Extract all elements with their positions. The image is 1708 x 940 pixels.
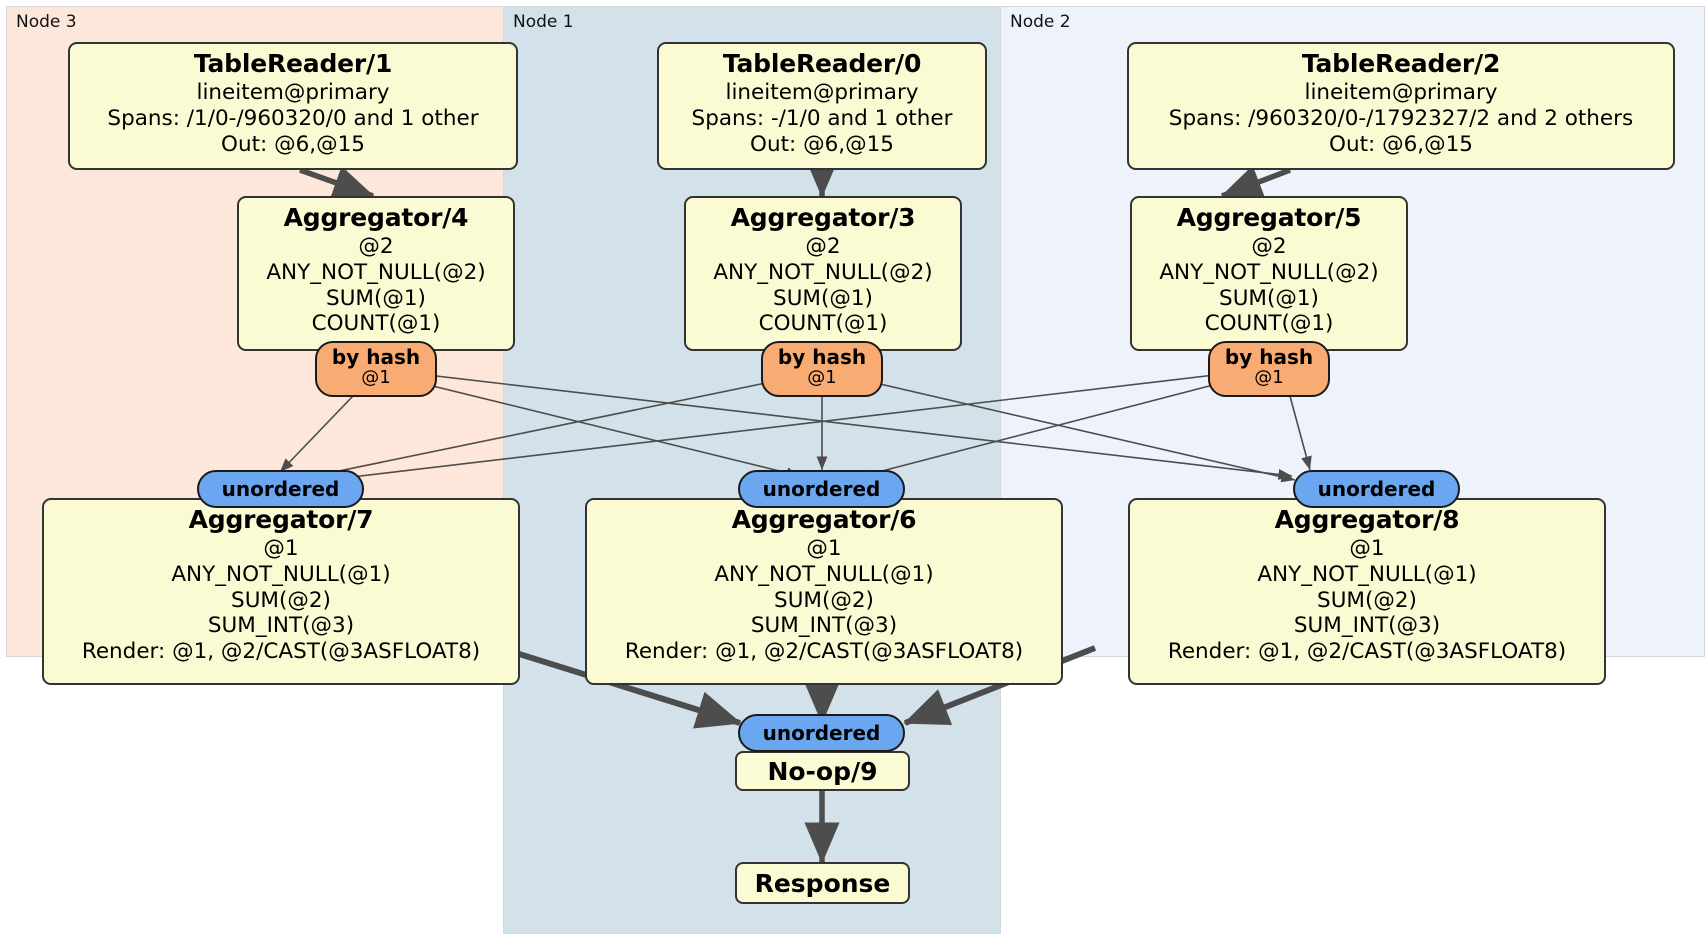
processor-detail-line: SUM_INT(@3) xyxy=(1293,613,1441,639)
processor-detail-line: Render: @1, @2/CAST(@3ASFLOAT8) xyxy=(81,639,481,665)
router-badge-by-hash-right[interactable]: by hash @1 xyxy=(1208,341,1330,397)
processor-aggregator-5[interactable]: Aggregator/5 @2 ANY_NOT_NULL(@2) SUM(@1)… xyxy=(1130,196,1408,351)
processor-aggregator-4[interactable]: Aggregator/4 @2 ANY_NOT_NULL(@2) SUM(@1)… xyxy=(237,196,515,351)
badge-subtitle: @1 xyxy=(807,367,837,388)
processor-title: Aggregator/4 xyxy=(283,203,469,232)
badge-title: by hash xyxy=(331,345,421,369)
processor-detail-line: SUM(@1) xyxy=(326,285,426,311)
processor-detail-line: SUM_INT(@3) xyxy=(750,613,898,639)
processor-detail-line: @2 xyxy=(1251,234,1287,259)
processor-title: TableReader/2 xyxy=(1301,49,1501,78)
processor-aggregator-8[interactable]: Aggregator/8 @1 ANY_NOT_NULL(@1) SUM(@2)… xyxy=(1128,498,1606,685)
synchronizer-badge-unordered-left[interactable]: unordered xyxy=(197,470,364,508)
processor-detail-line: ANY_NOT_NULL(@1) xyxy=(1257,561,1477,587)
processor-tablereader-0[interactable]: TableReader/0 lineitem@primary Spans: -/… xyxy=(657,42,987,170)
processor-detail-line: ANY_NOT_NULL(@2) xyxy=(1159,259,1379,285)
synchronizer-badge-unordered-right[interactable]: unordered xyxy=(1293,470,1460,508)
processor-detail-line: lineitem@primary xyxy=(725,80,919,105)
processor-aggregator-6[interactable]: Aggregator/6 @1 ANY_NOT_NULL(@1) SUM(@2)… xyxy=(585,498,1063,685)
processor-detail-line: SUM(@2) xyxy=(231,587,331,613)
processor-detail-line: Out: @6,@15 xyxy=(221,131,365,157)
processor-title: Aggregator/8 xyxy=(1274,505,1460,534)
badge-subtitle: @1 xyxy=(1254,367,1284,388)
synchronizer-badge-unordered-final[interactable]: unordered xyxy=(738,714,905,752)
node-label-node3: Node 3 xyxy=(16,12,77,32)
processor-detail-line: SUM(@1) xyxy=(773,285,873,311)
processor-tablereader-1[interactable]: TableReader/1 lineitem@primary Spans: /1… xyxy=(68,42,518,170)
badge-title: by hash xyxy=(777,345,867,369)
node-label-node1: Node 1 xyxy=(513,12,574,32)
processor-detail-line: Out: @6,@15 xyxy=(1329,131,1473,157)
processor-detail-line: @1 xyxy=(1349,536,1385,561)
processor-title: Aggregator/3 xyxy=(730,203,916,232)
processor-detail-line: SUM(@2) xyxy=(774,587,874,613)
processor-title: TableReader/0 xyxy=(722,49,922,78)
processor-detail-line: Render: @1, @2/CAST(@3ASFLOAT8) xyxy=(624,639,1024,665)
processor-title: Aggregator/7 xyxy=(188,505,374,534)
badge-title: by hash xyxy=(1224,345,1314,369)
processor-aggregator-7[interactable]: Aggregator/7 @1 ANY_NOT_NULL(@1) SUM(@2)… xyxy=(42,498,520,685)
processor-detail-line: Spans: -/1/0 and 1 other xyxy=(691,105,953,131)
processor-detail-line: COUNT(@1) xyxy=(758,311,888,337)
processor-tablereader-2[interactable]: TableReader/2 lineitem@primary Spans: /9… xyxy=(1127,42,1675,170)
processor-detail-line: @2 xyxy=(805,234,841,259)
processor-aggregator-3[interactable]: Aggregator/3 @2 ANY_NOT_NULL(@2) SUM(@1)… xyxy=(684,196,962,351)
processor-detail-line: Render: @1, @2/CAST(@3ASFLOAT8) xyxy=(1167,639,1567,665)
processor-detail-line: lineitem@primary xyxy=(196,80,390,105)
processor-detail-line: SUM(@2) xyxy=(1317,587,1417,613)
processor-detail-line: @1 xyxy=(263,536,299,561)
processor-detail-line: COUNT(@1) xyxy=(311,311,441,337)
processor-detail-line: ANY_NOT_NULL(@1) xyxy=(171,561,391,587)
processor-noop-9[interactable]: No-op/9 xyxy=(735,751,910,791)
processor-detail-line: COUNT(@1) xyxy=(1204,311,1334,337)
processor-title: TableReader/1 xyxy=(193,49,393,78)
processor-title: Aggregator/5 xyxy=(1176,203,1362,232)
processor-detail-line: Out: @6,@15 xyxy=(750,131,894,157)
processor-detail-line: SUM(@1) xyxy=(1219,285,1319,311)
processor-title: Aggregator/6 xyxy=(731,505,917,534)
processor-detail-line: lineitem@primary xyxy=(1304,80,1498,105)
badge-subtitle: @1 xyxy=(361,367,391,388)
processor-detail-line: ANY_NOT_NULL(@1) xyxy=(714,561,934,587)
router-badge-by-hash-left[interactable]: by hash @1 xyxy=(315,341,437,397)
router-badge-by-hash-center[interactable]: by hash @1 xyxy=(761,341,883,397)
processor-detail-line: Spans: /960320/0-/1792327/2 and 2 others xyxy=(1168,105,1634,131)
node-label-node2: Node 2 xyxy=(1010,12,1071,32)
processor-response[interactable]: Response xyxy=(735,862,910,904)
processor-detail-line: @1 xyxy=(806,536,842,561)
processor-detail-line: ANY_NOT_NULL(@2) xyxy=(713,259,933,285)
synchronizer-badge-unordered-center[interactable]: unordered xyxy=(738,470,905,508)
processor-detail-line: Spans: /1/0-/960320/0 and 1 other xyxy=(107,105,479,131)
processor-detail-line: ANY_NOT_NULL(@2) xyxy=(266,259,486,285)
processor-detail-line: @2 xyxy=(358,234,394,259)
processor-detail-line: SUM_INT(@3) xyxy=(207,613,355,639)
